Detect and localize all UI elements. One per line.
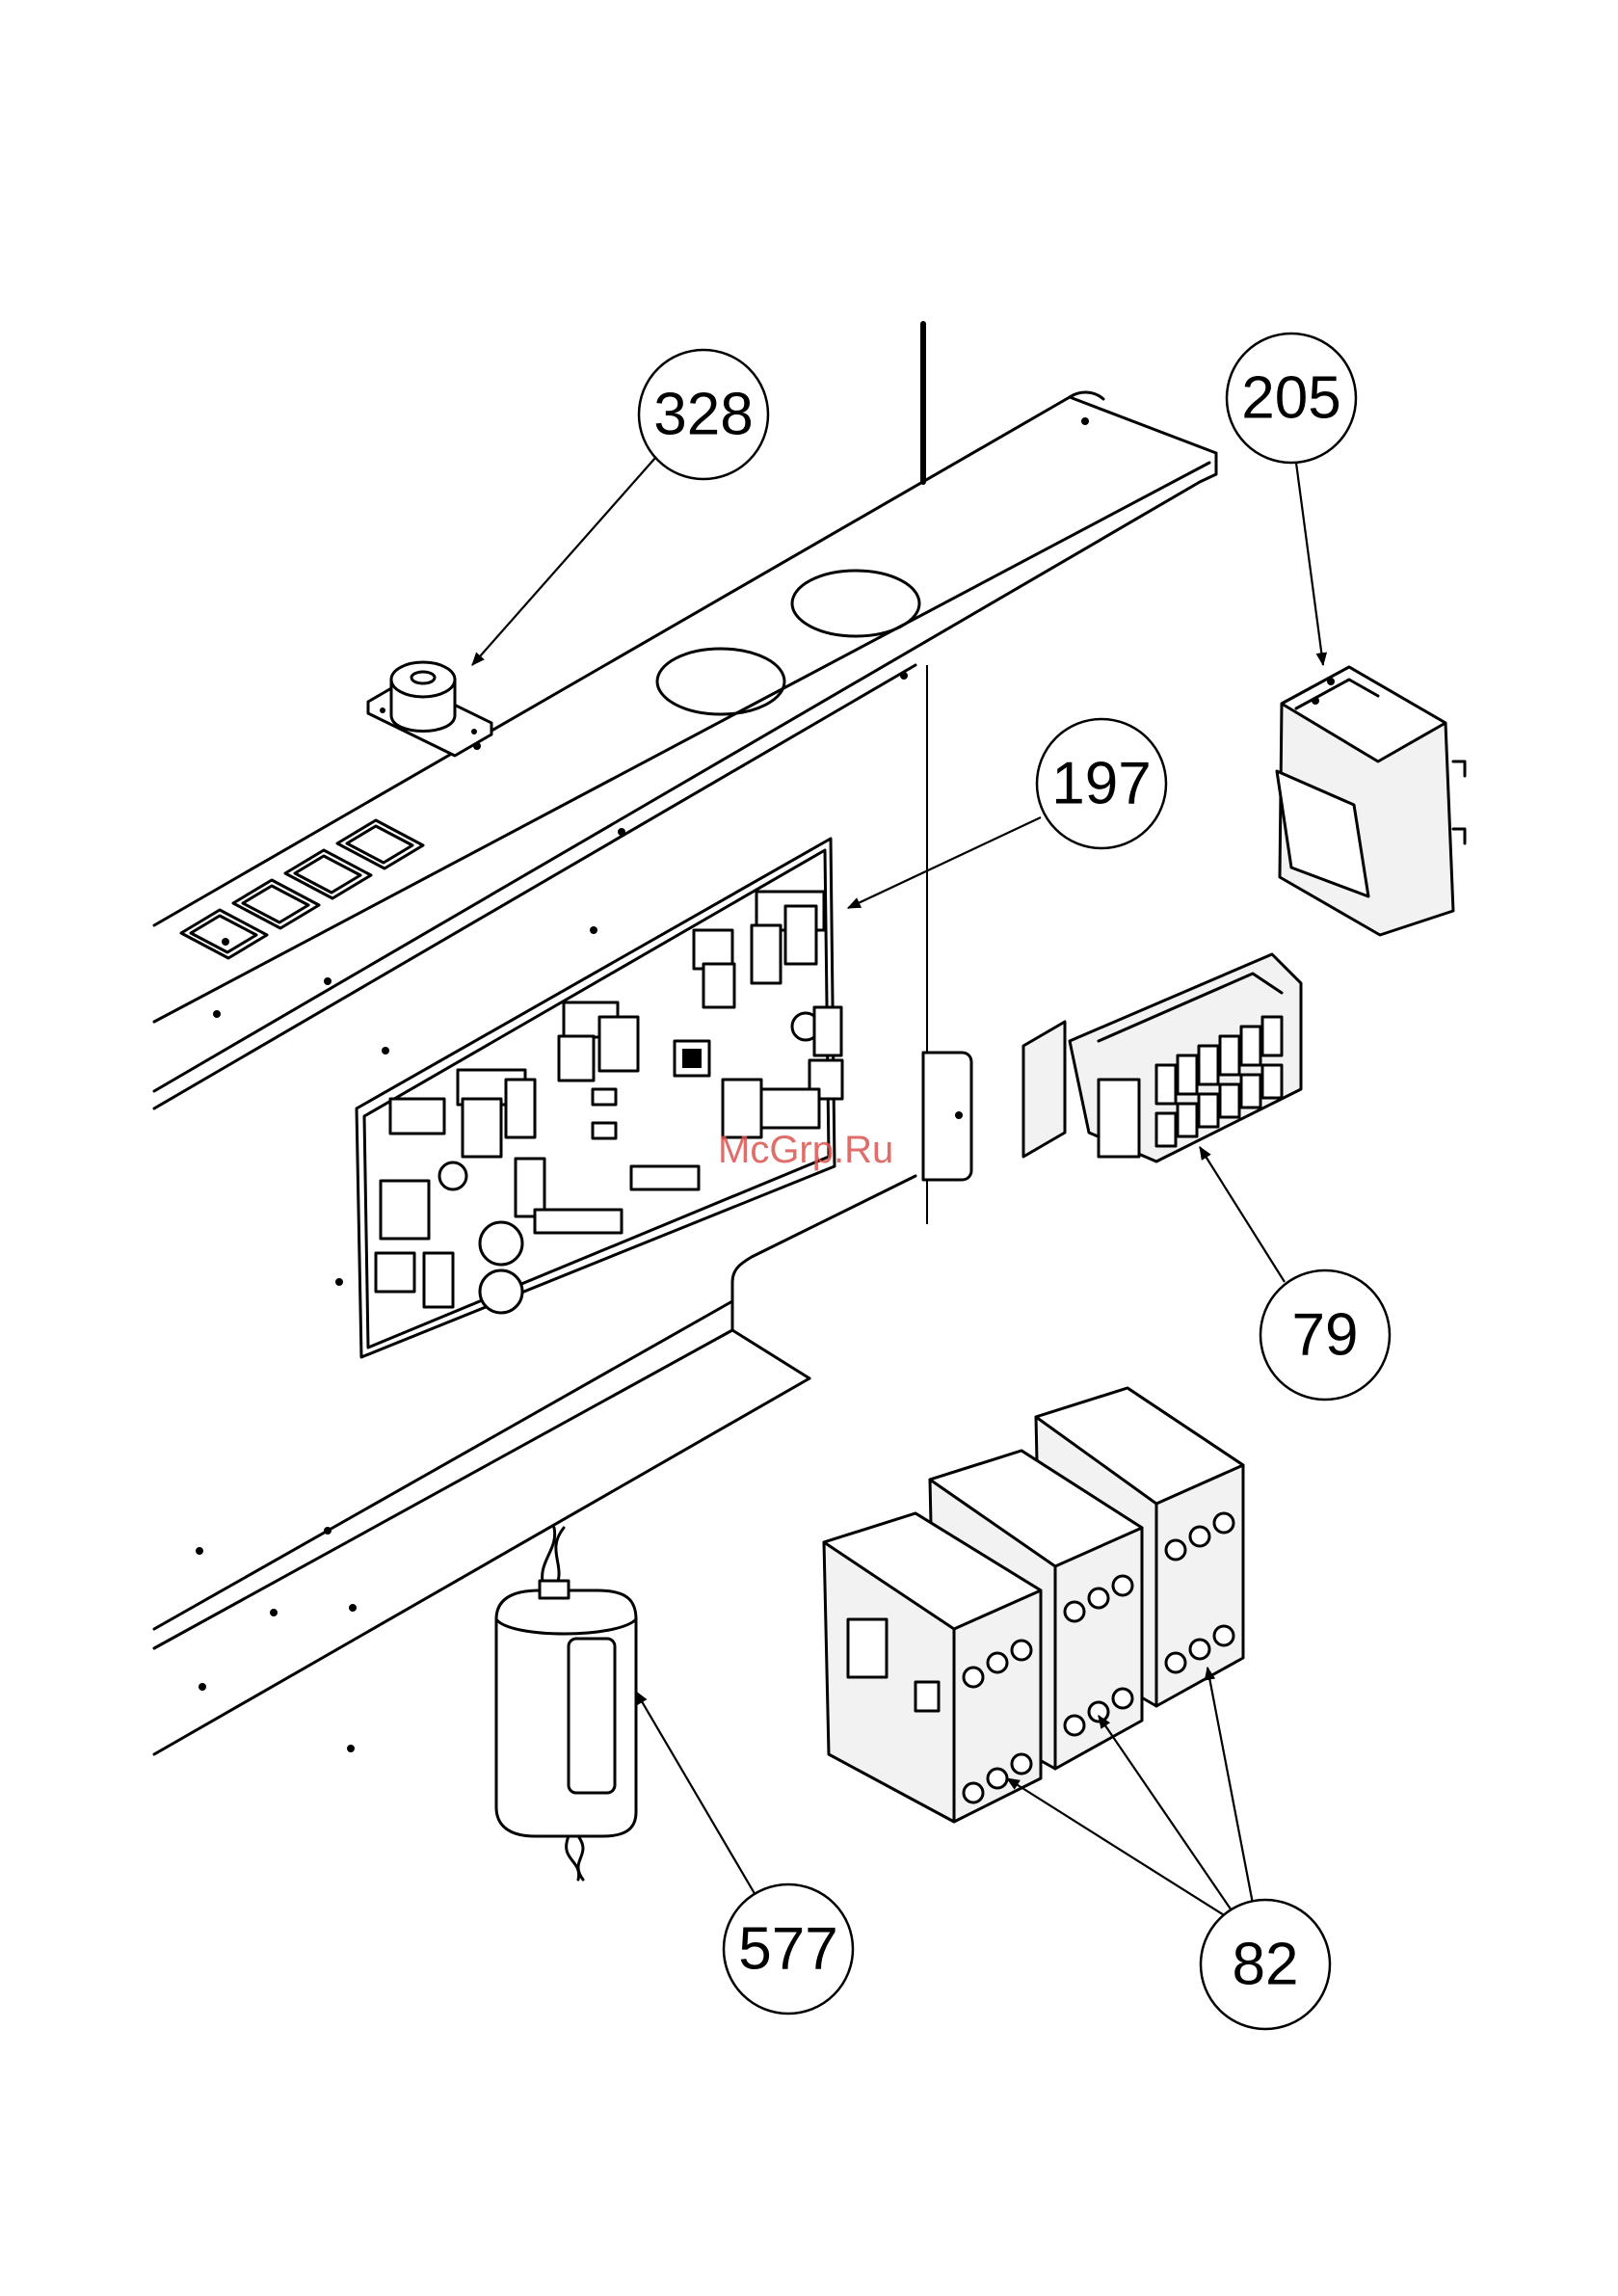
callout-205: 205 [1227, 334, 1356, 463]
leader-577 [636, 1692, 759, 1902]
callout-79: 79 [1260, 1270, 1390, 1400]
callout-328-label: 328 [653, 382, 753, 448]
callout-577-label: 577 [738, 1916, 837, 1983]
pcb-components [376, 892, 842, 1313]
contactor-group-part [824, 1388, 1243, 1822]
callout-82: 82 [1201, 1900, 1330, 2029]
leader-328 [472, 458, 655, 665]
watermark-text: McGrp.Ru [718, 1129, 893, 1171]
rocker-switch-part [1277, 667, 1465, 935]
leader-197 [848, 817, 1041, 908]
capacitor-part [496, 1528, 636, 1880]
callout-205-label: 205 [1241, 365, 1340, 432]
callout-82-label: 82 [1233, 1932, 1299, 1998]
buzzer-part [368, 662, 491, 756]
control-pcb [335, 839, 842, 1357]
leader-205 [1296, 463, 1323, 665]
bracket-tab [923, 1053, 971, 1180]
callout-197-label: 197 [1051, 751, 1151, 817]
callout-79-label: 79 [1292, 1302, 1359, 1369]
callout-577: 577 [724, 1884, 853, 2014]
terminal-block-part [1023, 954, 1301, 1161]
callout-328: 328 [639, 350, 768, 479]
leader-82-b [1099, 1716, 1233, 1913]
leader-79 [1200, 1147, 1285, 1282]
callout-197: 197 [1037, 719, 1166, 848]
leader-82-c [1207, 1668, 1253, 1904]
leader-82-a [1007, 1778, 1229, 1918]
